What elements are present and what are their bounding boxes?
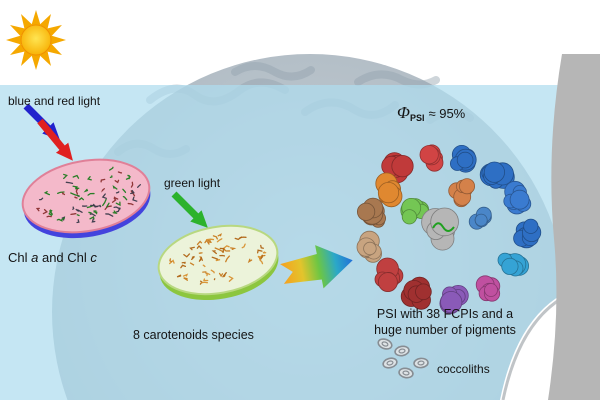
psi-fcpi-complex	[356, 144, 542, 315]
phi-subscript: PSI	[409, 113, 425, 123]
label-blue-red-light: blue and red light	[8, 94, 101, 108]
quantum-yield-label: ΦPSI≈ 95%	[397, 103, 465, 123]
label-coccoliths: coccoliths	[437, 362, 490, 376]
sea-panel	[0, 85, 600, 400]
chl-a-italic: a	[31, 250, 39, 265]
psi-caption-line1: PSI with 38 FCPIs and a	[376, 307, 514, 321]
psi-caption-line2: huge number of pigments	[374, 323, 516, 338]
label-green-light: green light	[164, 176, 221, 190]
psi-caption: PSI with 38 FCPIs and a huge number of p…	[352, 306, 538, 339]
carotenoid-disc	[157, 224, 279, 301]
rainbow-arrow	[280, 245, 353, 289]
chl-and: and Chl	[38, 250, 91, 265]
phi-value: ≈ 95%	[428, 106, 466, 121]
sun-icon	[6, 10, 66, 70]
carotenoid-pigments	[169, 233, 267, 285]
phi-symbol: Φ	[397, 103, 410, 122]
coccoliths-illustration	[377, 338, 429, 379]
label-chl-a-and-c: Chl a and Chl c	[8, 250, 97, 265]
red-light-arrow	[37, 118, 73, 161]
chl-prefix: Chl	[8, 250, 32, 265]
chlorophyll-disc	[21, 158, 151, 239]
label-carotenoids: 8 carotenoids species	[133, 328, 254, 342]
side-panel	[548, 54, 600, 400]
chl-c-italic: c	[90, 250, 97, 265]
chlorophyll-pigments	[35, 165, 142, 224]
green-light-arrow	[171, 191, 208, 228]
